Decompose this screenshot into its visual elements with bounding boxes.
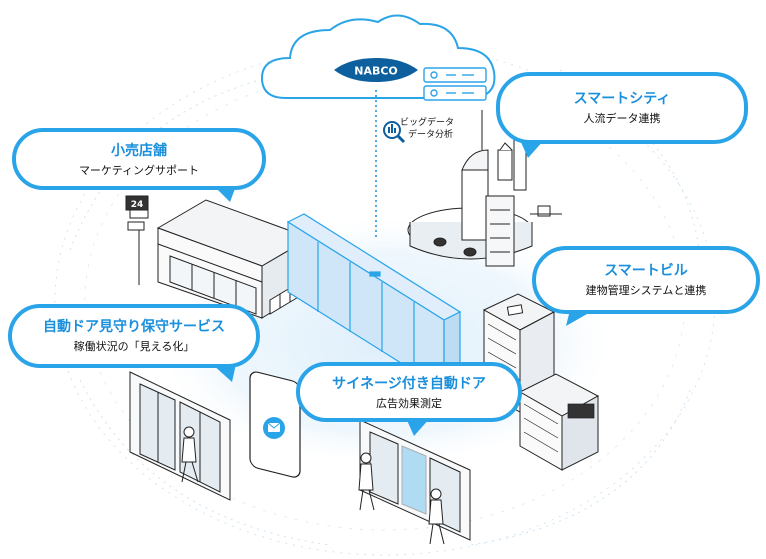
phone-app-icon: [249, 371, 301, 478]
smartcity-tower: [407, 110, 562, 267]
person-shopper: [358, 452, 445, 545]
callout-retail-subtitle: マーケティングサポート: [78, 164, 200, 177]
callout-tail-retail: [214, 186, 236, 202]
callout-smartcity-subtitle: 人流データ連携: [583, 112, 661, 125]
callout-maintenance: 自動ドア見守り保守サービス 稼働状況の「見える化」: [8, 304, 260, 368]
callout-tail-smartcity: [520, 140, 544, 158]
bigdata-magnifier-icon: [383, 121, 406, 144]
callout-smartbuilding: スマートビル 建物管理システムと連携: [532, 246, 760, 314]
callout-tail-maintenance: [212, 364, 236, 382]
callout-signage-subtitle: 広告効果測定: [376, 397, 442, 410]
bigdata-label-line2: データ分析: [408, 130, 454, 140]
nabco-logo-text: NABCO: [354, 65, 398, 78]
person-walking: [181, 426, 199, 483]
maintenance-storefront: [129, 371, 231, 501]
callout-smartcity: スマートシティ 人流データ連携: [496, 72, 748, 144]
callout-smartbuilding-title: スマートビル: [604, 263, 688, 279]
callout-tail-smartbuilding: [566, 310, 594, 326]
callout-signage-title: サイネージ付き自動ドア: [332, 376, 486, 392]
callout-maintenance-subtitle: 稼働状況の「見える化」: [73, 340, 195, 353]
callout-signage: サイネージ付き自動ドア 広告効果測定: [296, 362, 522, 422]
callout-retail-title: 小売店舗: [111, 143, 167, 159]
callout-maintenance-title: 自動ドア見守り保守サービス: [43, 319, 225, 335]
callout-retail: 小売店舗 マーケティングサポート: [12, 128, 266, 190]
signage-door-storefront: [359, 419, 471, 541]
convenience-store: [125, 195, 312, 319]
server-icon: [423, 67, 487, 101]
store-sign-number: 24: [131, 200, 144, 210]
bigdata-label-line1: ビッグデータ: [400, 118, 455, 128]
callout-smartcity-title: スマートシティ: [573, 91, 671, 107]
callout-tail-signage: [406, 418, 430, 436]
callout-smartbuilding-subtitle: 建物管理システムと連携: [585, 284, 707, 297]
